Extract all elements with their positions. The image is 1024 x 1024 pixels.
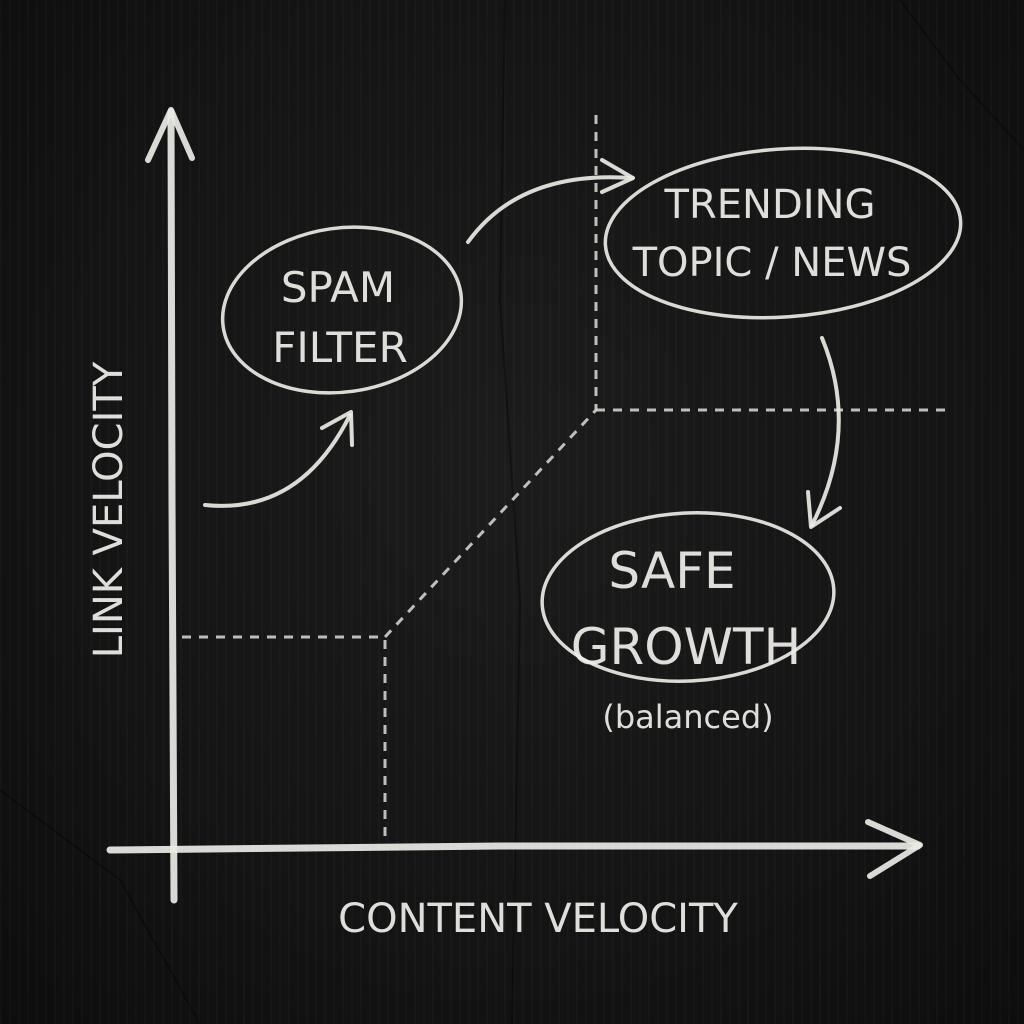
y-axis-arrow — [145, 107, 195, 904]
trending-label-1: TRENDING — [664, 182, 876, 228]
x-axis-arrow — [106, 819, 923, 879]
node-trending: TRENDING TOPIC / NEWS — [603, 146, 963, 320]
cardboard-fold — [498, 0, 522, 1024]
node-safe-growth: SAFE GROWTH (balanced) — [540, 511, 836, 736]
spam-ellipse — [220, 225, 464, 395]
arrow-to-spam — [203, 410, 354, 508]
spam-label-2: FILTER — [272, 323, 408, 372]
safe-label-2: GROWTH — [571, 618, 801, 676]
x-axis-label: CONTENT VELOCITY — [338, 896, 738, 942]
threshold-guides — [182, 115, 945, 838]
arrow-spam-to-trending — [466, 158, 635, 244]
trending-label-2: TOPIC / NEWS — [632, 240, 912, 286]
trending-ellipse — [603, 146, 963, 320]
safe-label-1: SAFE — [608, 542, 735, 600]
safe-ellipse — [540, 511, 836, 683]
spam-label-1: SPAM — [281, 263, 395, 312]
y-axis-label: LINK VELOCITY — [86, 361, 132, 658]
node-spam-filter: SPAM FILTER — [220, 225, 464, 395]
arrow-trending-to-safe — [806, 336, 842, 529]
cardboard-fold — [0, 789, 201, 1024]
cardboard-fold — [899, 0, 1024, 151]
safe-note: (balanced) — [602, 698, 773, 736]
